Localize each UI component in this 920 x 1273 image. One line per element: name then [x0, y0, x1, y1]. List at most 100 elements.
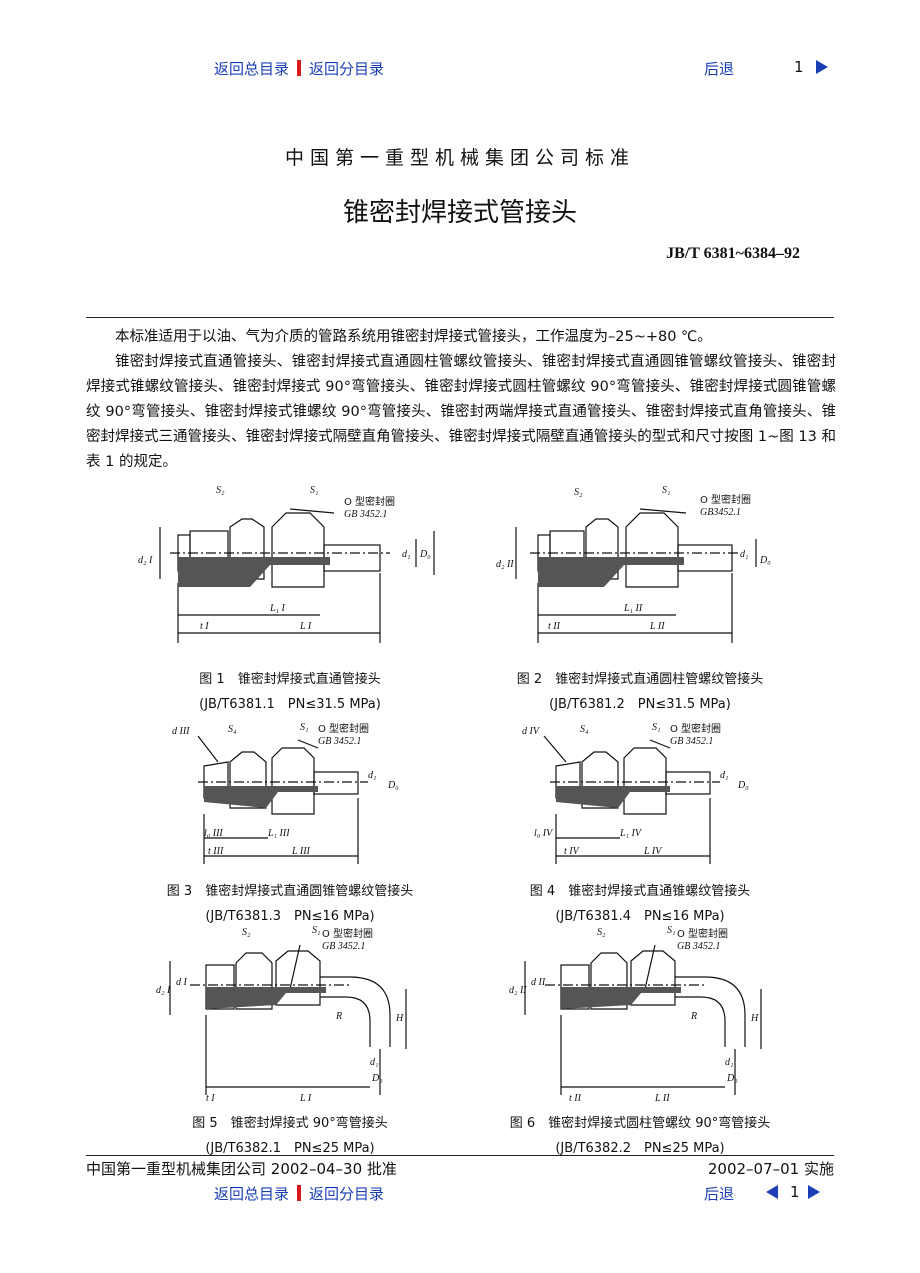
fig5-label-d2: d₂ I — [156, 985, 171, 996]
fig4-label-std: GB 3452.1 — [670, 736, 713, 747]
fig5-title: 图 5 锥密封焊接式 90°弯管接头 — [192, 1116, 388, 1131]
fig2-label-s1: S₁ — [662, 485, 670, 496]
prev-page-icon[interactable] — [766, 1185, 778, 1199]
page-title: 锥密封焊接式管接头 — [342, 198, 577, 228]
figure-4-caption: 图 4 锥密封焊接式直通锥螺纹管接头 (JB/T6381.4 PN≤16 MPa… — [480, 880, 800, 924]
org-header: 中国第一重型机械集团公司标准 — [284, 147, 635, 169]
bottom-nav-separator — [297, 1185, 302, 1201]
fig6-label-std: GB 3452.1 — [677, 941, 720, 952]
fig5-label-std: GB 3452.1 — [322, 941, 365, 952]
figure-2-drawing: S₂ S₁ O 型密封圈 GB3452.1 d₂ II d₁ D₀ L₁ II … — [496, 485, 771, 643]
fig2-label-l1: L₁ II — [623, 603, 643, 614]
fig1-label-l: L I — [299, 621, 312, 632]
bottom-nav: 返回总目录 返回分目录 — [214, 1183, 384, 1204]
fig2-sub: (JB/T6381.2 PN≤31.5 MPa) — [549, 697, 731, 712]
fig6-label-d1: d₁ — [725, 1057, 733, 1068]
fig3-label-d: d III — [172, 726, 190, 737]
body-text: 本标准适用于以油、气为介质的管路系统用锥密封焊接式管接头，工作温度为–25~+8… — [86, 325, 836, 475]
top-nav: 返回总目录 返回分目录 — [214, 58, 384, 79]
fig4-label-t: t IV — [564, 846, 581, 857]
fig2-label-d0: D₀ — [759, 555, 771, 566]
fig4-label-d0: D₀ — [737, 780, 749, 791]
fig1-label-s1: S₁ — [310, 485, 318, 496]
fig6-label-l: L II — [654, 1093, 670, 1104]
fig5-label-ring: O 型密封圈 — [322, 927, 373, 940]
bottom-next-page-icon[interactable] — [807, 1185, 820, 1199]
figure-6-drawing: S₂ S₁ O 型密封圈 GB 3452.1 d₂ II d II R H d₁… — [509, 925, 762, 1104]
fig5-label-r: R — [335, 1011, 342, 1022]
fig4-label-l: L IV — [643, 846, 663, 857]
fig3-label-d0: D₀ — [387, 780, 399, 791]
fig1-sub: (JB/T6381.1 PN≤31.5 MPa) — [199, 697, 381, 712]
fig1-label-t: t I — [200, 621, 209, 632]
fig1-label-l1: L₁ I — [269, 603, 286, 614]
fig4-label-s4: S₄ — [580, 724, 589, 735]
fig6-label-s2: S₂ — [597, 927, 606, 938]
back-main-link[interactable]: 返回总目录 — [214, 60, 290, 78]
fig4-label-ring: O 型密封圈 — [670, 722, 721, 735]
fig5-label-s1: S₁ — [312, 925, 320, 936]
fig2-label-l: L II — [649, 621, 665, 632]
fig6-label-d: d II — [531, 977, 546, 988]
fig3-label-l: L III — [291, 846, 311, 857]
footer-approved: 中国第一重型机械集团公司 2002–04–30 批准 — [86, 1160, 397, 1178]
figure-4-drawing: d IV S₄ S₁ O 型密封圈 GB 3452.1 d₁ D₀ l₀ IV … — [522, 722, 749, 864]
fig3-label-l1: L₁ III — [267, 828, 290, 839]
top-nav-right: 后退 — [704, 58, 734, 79]
header-rule — [86, 317, 834, 318]
fig2-label-std: GB3452.1 — [700, 507, 741, 518]
top-page-nav: 1 — [794, 58, 829, 76]
bottom-page-number: 1 — [790, 1183, 800, 1201]
fig4-label-d1: d₁ — [720, 770, 728, 781]
fig2-label-t: t II — [548, 621, 561, 632]
fig5-label-t: t I — [206, 1093, 215, 1104]
bottom-page-nav: 1 — [766, 1183, 820, 1201]
fig1-title: 图 1 锥密封焊接式直通管接头 — [199, 672, 381, 687]
fig4-sub: (JB/T6381.4 PN≤16 MPa) — [555, 909, 725, 924]
fig3-title: 图 3 锥密封焊接式直通圆锥管螺纹管接头 — [166, 884, 414, 899]
fig3-label-d1: d₁ — [368, 770, 376, 781]
fig6-label-t: t II — [569, 1093, 582, 1104]
fig5-label-l: L I — [299, 1093, 312, 1104]
fig4-label-s1: S₁ — [652, 722, 660, 733]
fig1-label-d0: D₀ — [419, 549, 431, 560]
fig1-label-s2: S₂ — [216, 485, 225, 496]
standard-code: JB/T 6381~6384–92 — [666, 245, 800, 262]
fig5-label-d: d I — [176, 977, 188, 988]
fig2-label-d1: d₁ — [740, 549, 748, 560]
fig3-label-std: GB 3452.1 — [318, 736, 361, 747]
bottom-back-sub-link[interactable]: 返回分目录 — [309, 1185, 385, 1203]
fig1-label-std: GB 3452.1 — [344, 509, 387, 520]
fig1-label-d2: d₂ I — [138, 555, 153, 566]
footer-rule — [86, 1155, 834, 1156]
fig2-label-ring: O 型密封圈 — [700, 493, 751, 506]
fig1-label-d1: d₁ — [402, 549, 410, 560]
fig4-label-l0: l₀ IV — [534, 828, 554, 839]
paragraph-scope: 本标准适用于以油、气为介质的管路系统用锥密封焊接式管接头，工作温度为–25~+8… — [115, 329, 712, 345]
fig5-sub: (JB/T6382.1 PN≤25 MPa) — [205, 1141, 375, 1156]
fig5-label-h: H — [395, 1013, 404, 1024]
figure-3-drawing: d III S₄ S₁ O 型密封圈 GB 3452.1 d₁ D₀ l₀ II… — [172, 722, 399, 864]
figure-3-caption: 图 3 锥密封焊接式直通圆锥管螺纹管接头 (JB/T6381.3 PN≤16 M… — [130, 880, 450, 924]
nav-separator — [297, 60, 302, 76]
figure-5-drawing: S₂ S₁ O 型密封圈 GB 3452.1 d₂ I d I R H d₁ D… — [156, 925, 407, 1104]
fig2-title: 图 2 锥密封焊接式直通圆柱管螺纹管接头 — [516, 672, 764, 687]
fig6-label-r: R — [690, 1011, 697, 1022]
bottom-back-link[interactable]: 后退 — [704, 1185, 735, 1203]
back-sub-link[interactable]: 返回分目录 — [309, 60, 385, 78]
fig3-label-s1: S₁ — [300, 722, 308, 733]
figure-1-caption: 图 1 锥密封焊接式直通管接头 (JB/T6381.1 PN≤31.5 MPa) — [130, 668, 450, 712]
fig6-label-h: H — [750, 1013, 759, 1024]
bottom-nav-right: 后退 — [704, 1183, 734, 1204]
back-link[interactable]: 后退 — [704, 60, 735, 78]
bottom-back-main-link[interactable]: 返回总目录 — [214, 1185, 290, 1203]
page-number: 1 — [794, 58, 804, 76]
figure-5-caption: 图 5 锥密封焊接式 90°弯管接头 (JB/T6382.1 PN≤25 MPa… — [130, 1112, 450, 1156]
figure-1-drawing: S₂ S₁ O 型密封圈 GB 3452.1 d₂ I d₁ D₀ L₁ I L… — [138, 485, 435, 643]
fig6-sub: (JB/T6382.2 PN≤25 MPa) — [555, 1141, 725, 1156]
fig6-label-ring: O 型密封圈 — [677, 927, 728, 940]
fig1-label-ring: O 型密封圈 — [344, 495, 395, 508]
fig4-label-d: d IV — [522, 726, 541, 737]
fig3-label-l0: l₀ III — [204, 828, 223, 839]
next-page-icon[interactable] — [816, 60, 829, 74]
